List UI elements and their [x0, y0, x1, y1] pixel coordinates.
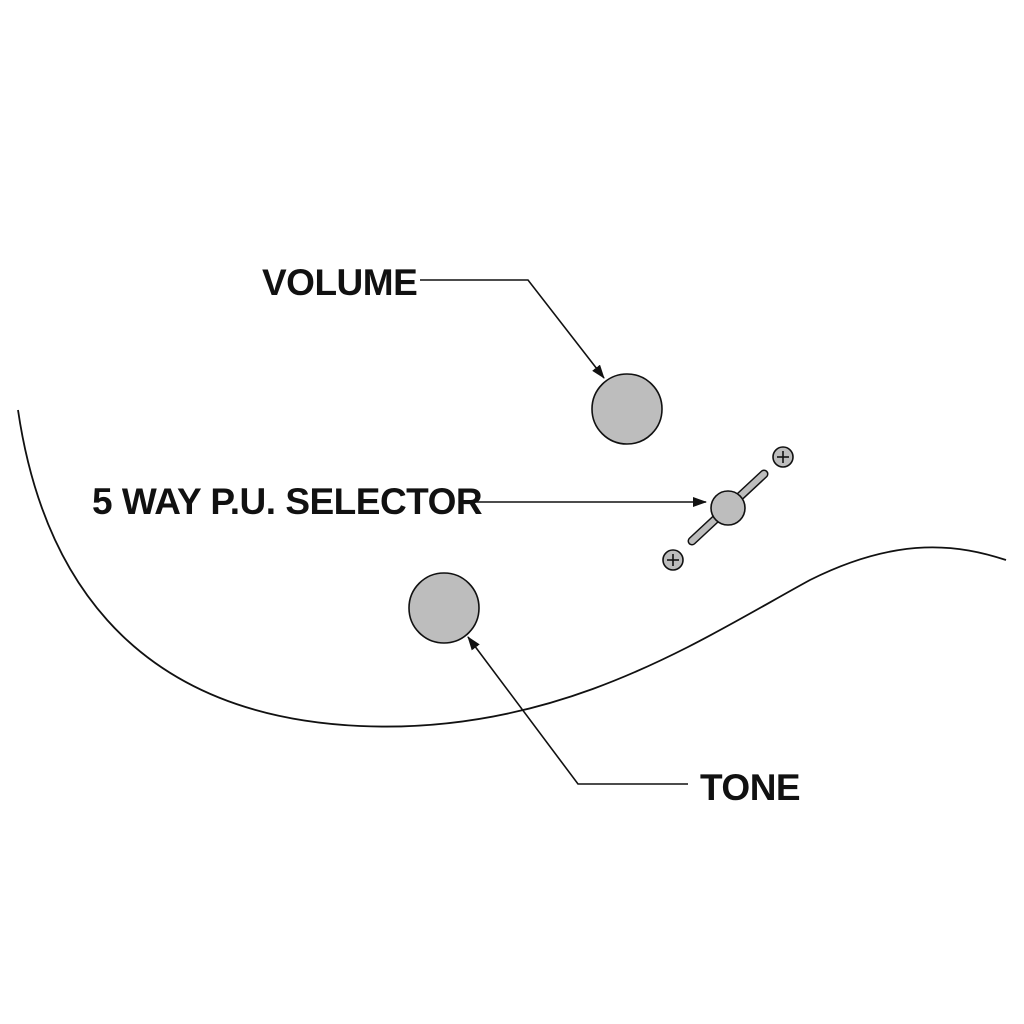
volume-knob — [591, 373, 663, 445]
guitar-body-outline — [17, 409, 1007, 728]
volume-leader-arrow — [420, 279, 605, 379]
screw-top-icon — [772, 446, 794, 468]
pickup-selector-switch — [662, 446, 794, 571]
tone-knob — [408, 572, 480, 644]
volume-label: VOLUME — [262, 262, 417, 303]
selector-label: 5 WAY P.U. SELECTOR — [92, 481, 482, 522]
screw-bottom-icon — [662, 549, 684, 571]
tone-leader-arrow — [467, 636, 688, 785]
tone-label: TONE — [700, 767, 800, 808]
selector-tip — [710, 490, 746, 526]
